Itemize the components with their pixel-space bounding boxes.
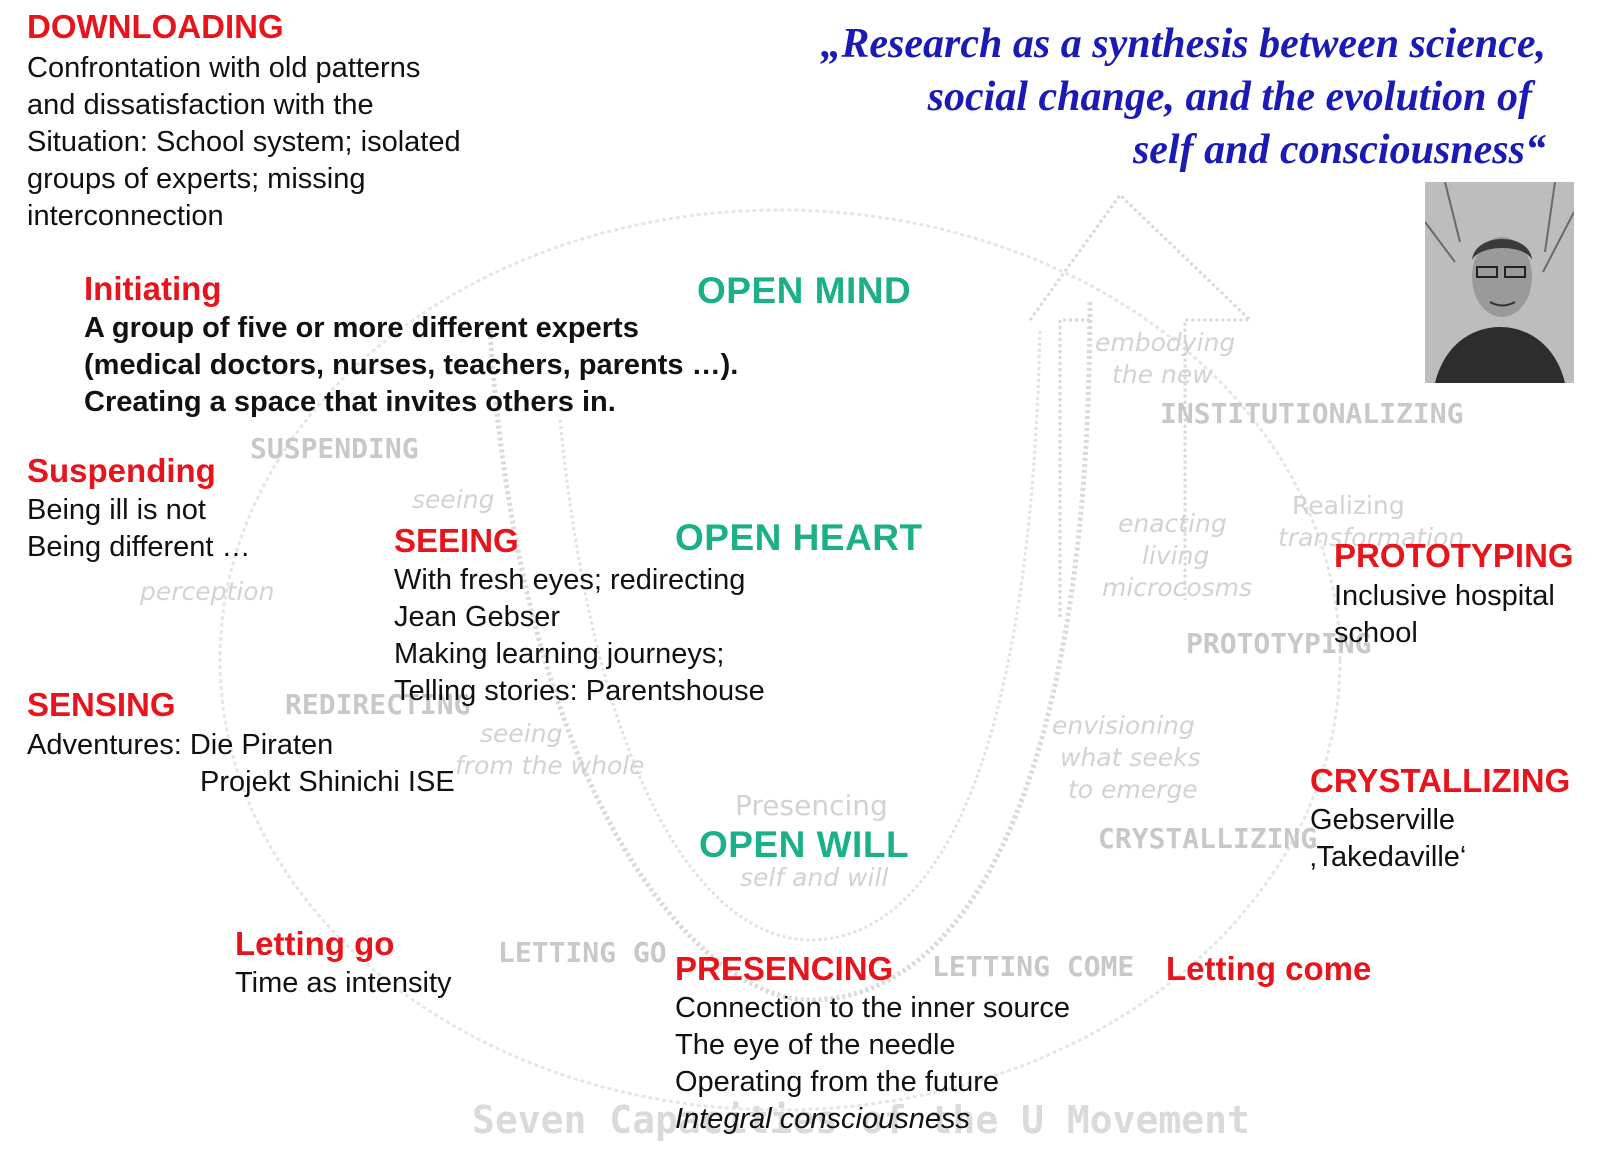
presencing-line: The eye of the needle [675,1029,956,1061]
crystallizing-title: CRYSTALLIZING [1310,762,1571,799]
bg-label-enacting-3: microcosms [1102,573,1253,602]
sensing-title: SENSING [27,686,176,723]
prototyping-text: Inclusive hospital school [1334,578,1555,652]
presencing-text: Connection to the inner source The eye o… [675,990,1070,1138]
initiating-line: A group of five or more different expert… [84,312,639,344]
seeing-line: Jean Gebser [394,601,561,633]
bg-label-realizing-2: transformation [1278,523,1465,552]
downloading-text: Confrontation with old patterns and diss… [27,50,461,235]
downloading-line: and dissatisfaction with the [27,89,374,121]
suspending-line: Being different … [27,531,251,563]
letting-go-line: Time as intensity [235,967,452,999]
seeing-title: SEEING [394,522,519,559]
seeing-text: With fresh eyes; redirecting Jean Gebser… [394,562,765,710]
u-curve [487,299,1093,1003]
quote-line-1: „Research as a synthesis between science… [820,21,1546,67]
initiating-text: A group of five or more different expert… [84,310,738,421]
downloading-line: interconnection [27,200,224,232]
bg-label-seeing-whole-2: from the whole [455,751,645,780]
quote-line-2: social change, and the evolution of [927,74,1532,120]
bg-label-perception: perception [140,577,275,606]
bg-label-prototyping: PROTOTYPING [1186,627,1372,660]
bg-label-suspending: SUSPENDING [250,432,419,465]
bg-label-enacting-1: enacting [1118,509,1227,538]
bg-label-seeing: seeing [412,485,495,514]
bg-label-envisioning-3: to emerge [1068,775,1198,804]
bg-label-letting-come: LETTING COME [932,950,1135,983]
bg-label-envisioning-2: what seeks [1060,743,1201,772]
inner-u-curve [558,329,1042,942]
quote: „Research as a synthesis between science… [820,18,1546,177]
seeing-line: Telling stories: Parentshouse [394,675,765,707]
initiating-line: (medical doctors, nurses, teachers, pare… [84,349,739,381]
suspending-text: Being ill is not Being different … [27,492,251,566]
bg-label-redirecting: REDIRECTING [285,688,471,721]
bg-label-envisioning-1: envisioning [1052,711,1195,740]
presencing-italic-line: Integral consciousness [675,1103,970,1135]
presencing-title: PRESENCING [675,950,894,987]
seeing-line: With fresh eyes; redirecting [394,564,746,596]
open-heart-label: OPEN HEART [675,517,923,558]
presencing-line: Operating from the future [675,1066,999,1098]
bg-label-institutionalizing: INSTITUTIONALIZING [1160,397,1464,430]
bg-label-crystallizing: CRYSTALLIZING [1098,822,1318,855]
bg-label-embodying-1: embodying [1095,328,1236,357]
prototyping-line: Inclusive hospital [1334,580,1555,612]
initiating-title: Initiating [84,270,222,307]
presencing-line: Connection to the inner source [675,992,1070,1024]
downloading-line: groups of experts; missing [27,163,366,195]
prototyping-line: school [1334,617,1418,649]
bg-label-letting-go: LETTING GO [498,936,667,969]
portrait-photo [1425,182,1574,383]
bg-label-realizing-1: Realizing [1292,491,1405,520]
downloading-title: DOWNLOADING [27,8,284,45]
up-arrow [1028,192,1254,600]
bg-label-presencing: Presencing [735,789,888,822]
up-arrow-left [1058,318,1090,620]
seeing-line: Making learning journeys; [394,638,725,670]
suspending-line: Being ill is not [27,494,206,526]
downloading-line: Confrontation with old patterns [27,52,421,84]
bg-label-enacting-2: living [1142,541,1210,570]
bg-label-self-and-will: self and will [740,863,889,892]
bg-label-embodying-2: the new [1112,360,1213,389]
open-mind-label: OPEN MIND [697,270,912,311]
bg-footer: Seven Capacities of the U Movement [472,1098,1250,1142]
bg-label-seeing-whole-1: seeing [480,719,563,748]
crystallizing-text: Gebserville ‚Takedaville‘ [1310,802,1466,876]
sensing-line-1: Adventures: Die Piraten [27,729,334,761]
suspending-title: Suspending [27,452,216,489]
open-will-label: OPEN WILL [699,824,910,865]
sensing-line-2: Projekt Shinichi ISE [200,766,455,798]
initiating-line: Creating a space that invites others in. [84,386,616,418]
crystallizing-line: ‚Takedaville‘ [1310,841,1467,873]
outer-circle [218,208,1342,1112]
crystallizing-line: Gebserville [1310,804,1456,836]
letting-go-title: Letting go [235,925,395,962]
prototyping-title: PROTOTYPING [1334,537,1574,574]
letting-come-title: Letting come [1166,950,1372,987]
quote-line-3: self and consciousness“ [1132,127,1546,173]
downloading-line: Situation: School system; isolated [27,126,461,158]
